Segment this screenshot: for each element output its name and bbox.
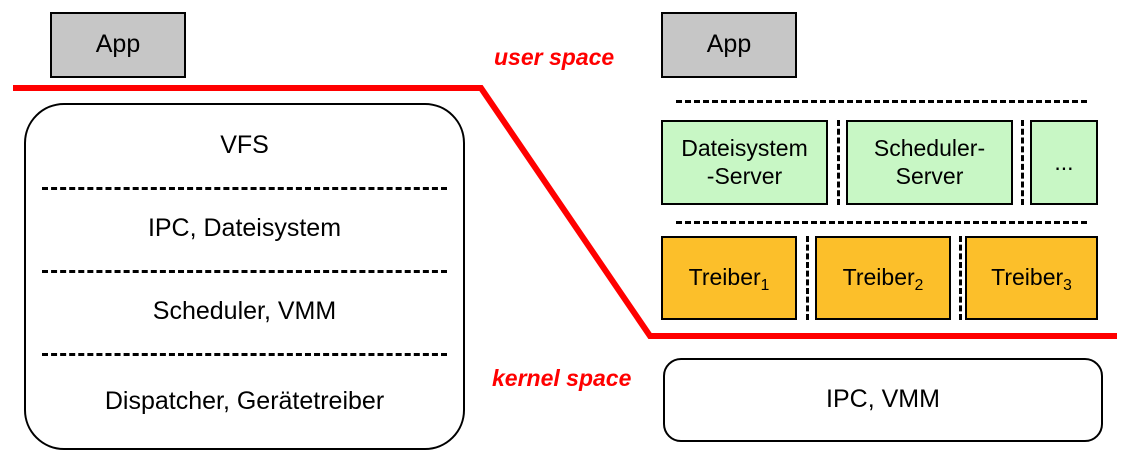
kernel-layer-label: Dispatcher, Gerätetreiber [104, 387, 385, 415]
driver-index: 2 [914, 277, 924, 295]
user-space-label: user space [494, 44, 615, 70]
server-label-line2: -Server [706, 162, 783, 189]
server-driver-divider [676, 221, 1087, 224]
driver-label: Treiber1 [688, 264, 770, 295]
driver-box-3: Treiber3 [965, 236, 1098, 320]
server-box-scheduler: Scheduler- Server [846, 120, 1013, 205]
server-label-line1: ... [1054, 148, 1074, 175]
server-box-ellipsis: ... [1030, 120, 1098, 205]
driver-name: Treiber [991, 264, 1064, 291]
server-row-top-divider [676, 100, 1087, 103]
driver-index: 3 [1063, 277, 1072, 295]
microkernel-core-box: IPC, VMM [663, 358, 1103, 442]
microkernel-core-label: IPC, VMM [826, 385, 940, 414]
kernel-divider-3 [42, 353, 447, 356]
app-box-left: App [50, 12, 186, 78]
driver-divider-2 [959, 236, 962, 320]
driver-box-2: Treiber2 [815, 236, 951, 320]
kernel-layer-ipc-dateisystem: IPC, Dateisystem [24, 187, 465, 270]
driver-label: Treiber2 [842, 264, 924, 295]
kernel-layer-label: Scheduler, VMM [152, 297, 337, 325]
server-label-line1: Scheduler- [873, 135, 986, 162]
server-divider-2 [1021, 120, 1024, 205]
app-label-left: App [95, 30, 141, 59]
kernel-layer-dispatcher-geraetetreiber: Dispatcher, Gerätetreiber [24, 353, 465, 450]
server-label-line1: Dateisystem [681, 135, 808, 162]
driver-divider-1 [806, 236, 809, 320]
driver-name: Treiber [842, 264, 915, 291]
server-divider-1 [837, 120, 840, 205]
driver-box-1: Treiber1 [661, 236, 797, 320]
server-label-line2: Server [895, 162, 964, 189]
driver-label: Treiber3 [991, 264, 1072, 295]
app-box-right: App [661, 12, 797, 78]
app-label-right: App [706, 30, 752, 59]
server-box-dateisystem: Dateisystem -Server [661, 120, 828, 205]
driver-name: Treiber [688, 264, 761, 291]
kernel-layer-scheduler-vmm: Scheduler, VMM [24, 270, 465, 353]
driver-index: 1 [760, 277, 770, 295]
kernel-layer-label: IPC, Dateisystem [147, 214, 342, 242]
kernel-layer-vfs: VFS [24, 103, 465, 187]
kernel-space-label: kernel space [492, 365, 632, 391]
kernel-layer-label: VFS [220, 130, 269, 159]
